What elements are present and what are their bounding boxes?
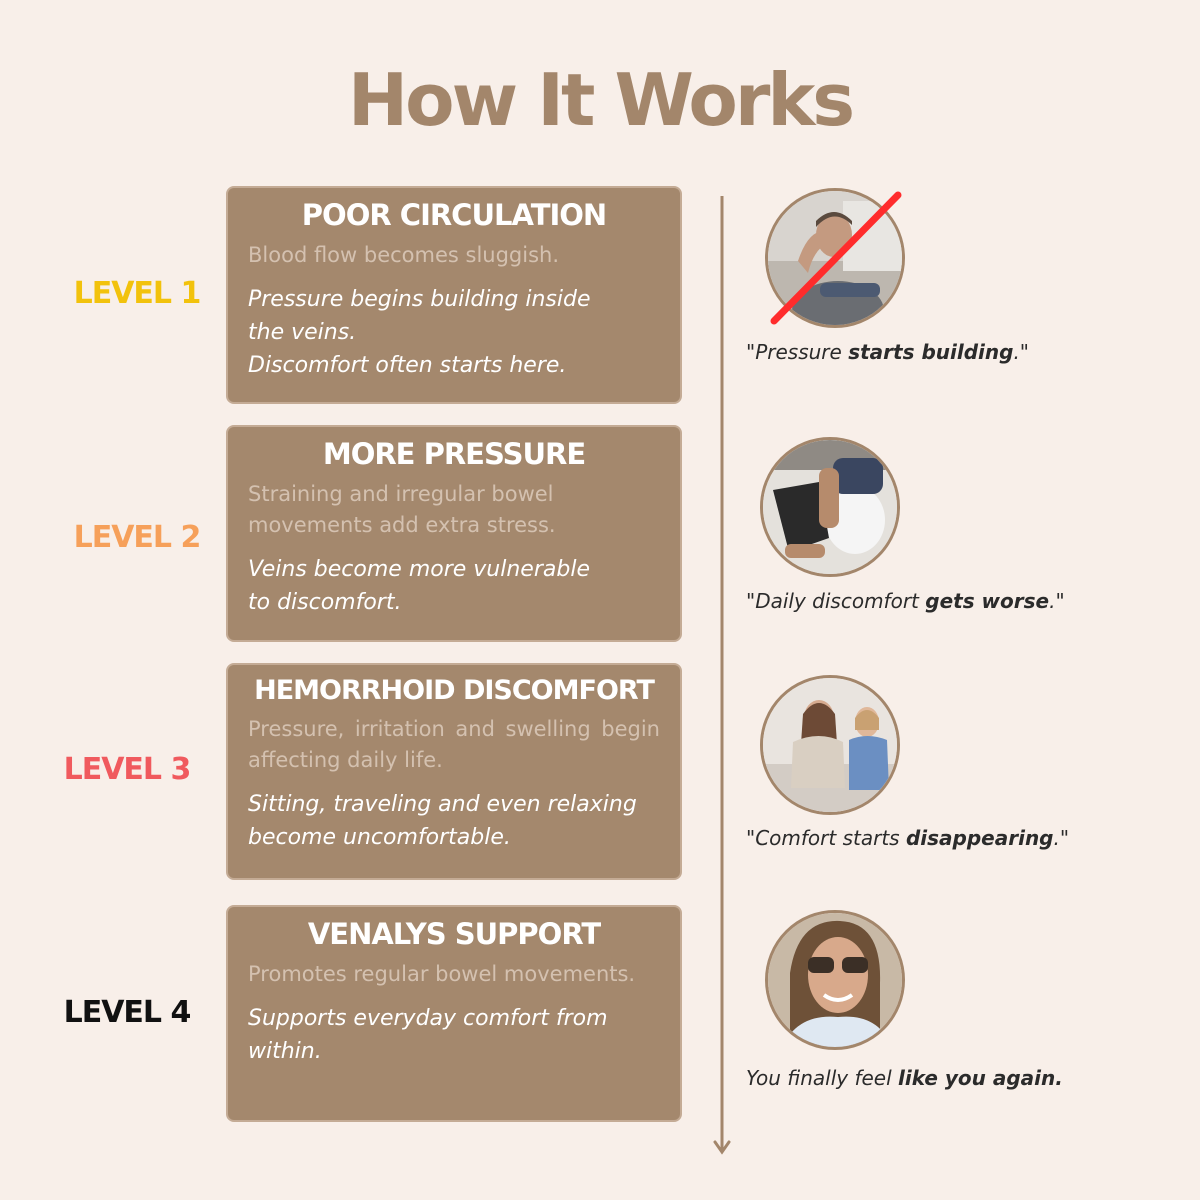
card-title: MORE PRESSURE [322,437,586,471]
card-body-line: within. [248,1039,322,1064]
card-body: Pressure begins building inside the vein… [248,283,660,382]
card-subtitle: Blood flow becomes sluggish. [248,243,560,267]
level-2-card: MORE PRESSURE Straining and irregular bo… [226,425,682,642]
timeline-arrow-icon [713,196,731,1155]
worried-women-photo [760,675,900,815]
card-body: Supports everyday comfort from within. [248,1002,660,1068]
card-body-line: become uncomfortable. [248,825,511,850]
quote-text: "Pressure [746,340,849,364]
level-2-quote: "Daily discomfort gets worse." [746,589,1166,613]
level-4-label: LEVEL 4 [63,995,192,1030]
level-1-label: LEVEL 1 [73,276,202,311]
card-body-line: Discomfort often starts here. [248,353,567,378]
card-body-line: Sitting, traveling and even relaxing [248,792,637,817]
page-title: How It Works [347,58,855,142]
level-3-card: HEMORRHOID DISCOMFORT Pressure, irritati… [226,663,682,880]
card-body: Sitting, traveling and even relaxing bec… [248,788,660,854]
quote-emphasis: gets worse [925,589,1050,613]
quote-text: You finally feel [746,1066,899,1090]
card-subtitle: Promotes regular bowel movements. [248,962,636,986]
card-subtitle: Straining and irregular bowel movements … [248,482,556,537]
card-subtitle: Pressure, irritation and swelling begin … [248,717,660,772]
quote-emphasis: starts building [848,340,1014,364]
card-body-line: Pressure begins building inside [248,287,591,312]
quote-text: ." [1053,826,1070,850]
card-title: HEMORRHOID DISCOMFORT [254,675,655,706]
quote-text: ." [1049,589,1065,613]
quote-emphasis: like you again. [898,1066,1063,1090]
card-body-line: the veins. [248,320,357,345]
smiling-woman-photo [765,910,905,1050]
card-body-line: Supports everyday comfort from [248,1006,608,1031]
level-3-label: LEVEL 3 [63,752,192,787]
quote-text: "Comfort starts [746,826,906,850]
level-3-quote: "Comfort starts disappearing." [746,826,1166,850]
red-cross-icon [770,191,902,325]
quote-emphasis: disappearing [905,826,1054,850]
level-1-card: POOR CIRCULATION Blood flow becomes slug… [226,186,682,404]
card-title: POOR CIRCULATION [301,198,607,232]
card-body-line: to discomfort. [248,590,402,615]
quote-text: ." [1013,340,1029,364]
level-1-quote: "Pressure starts building." [746,340,1166,364]
card-body: Veins become more vulnerable to discomfo… [248,553,660,619]
card-body-line: Veins become more vulnerable [248,557,590,582]
level-4-card: VENALYS SUPPORT Promotes regular bowel m… [226,905,682,1122]
level-4-quote: You finally feel like you again. [746,1066,1166,1090]
level-2-label: LEVEL 2 [73,520,202,555]
quote-text: "Daily discomfort [746,589,926,613]
card-title: VENALYS SUPPORT [307,917,601,951]
person-on-toilet-photo [760,437,900,577]
